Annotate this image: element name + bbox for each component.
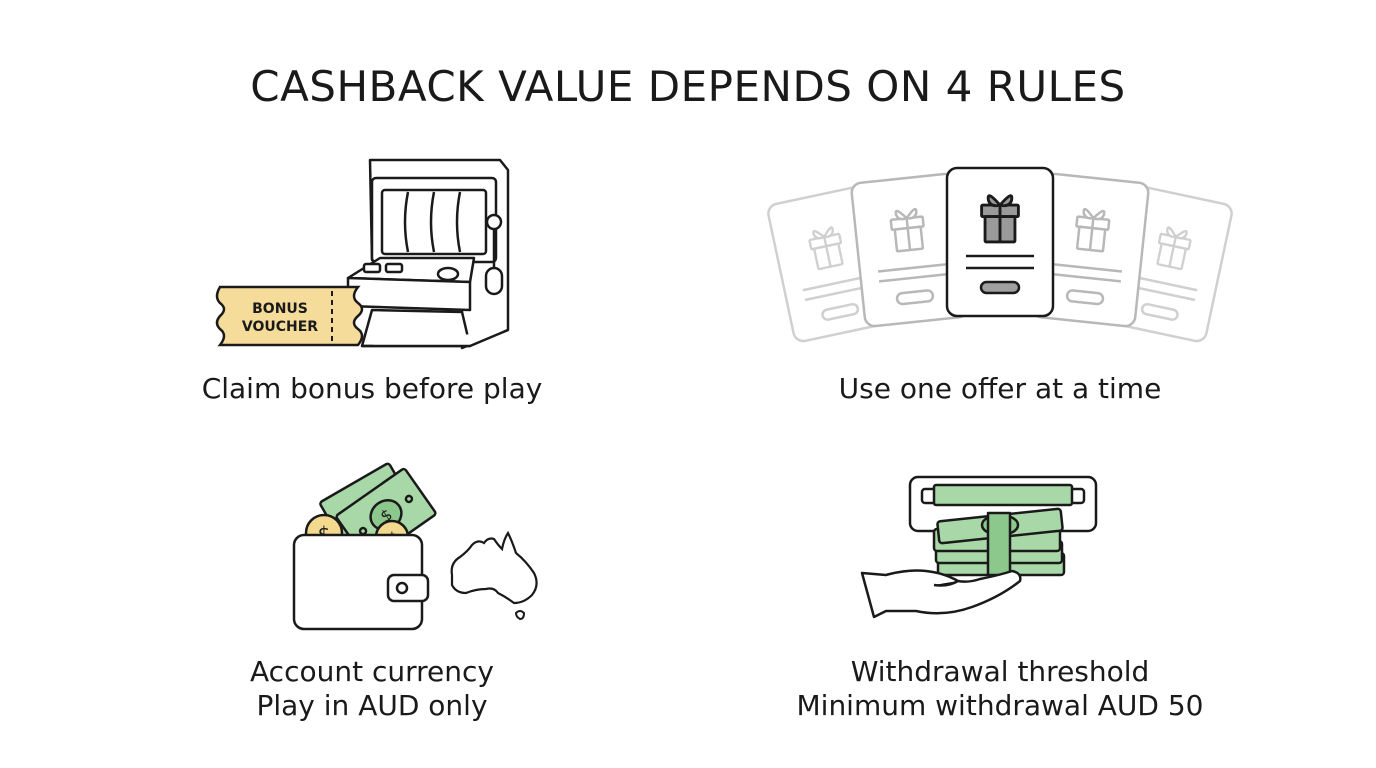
caption-line: Claim bonus before play (201, 372, 543, 405)
rule-account-currency: $ $ $ Account currency Play in AUD only (92, 455, 652, 730)
caption-line: Use one offer at a time (838, 372, 1162, 405)
wallet-money-icon: $ $ $ (292, 462, 437, 631)
caption-line: Minimum withdrawal AUD 50 (796, 689, 1204, 722)
voucher-line-2: VOUCHER (242, 319, 318, 335)
rule-claim-bonus: BONUS VOUCHER Claim bonus before play (92, 150, 652, 420)
rule-one-offer: Use one offer at a time (720, 150, 1280, 420)
rule-caption: Use one offer at a time (720, 372, 1280, 406)
rule-caption: Account currency Play in AUD only (92, 655, 652, 723)
caption-line: Play in AUD only (256, 689, 488, 722)
caption-line: Withdrawal threshold (850, 655, 1150, 688)
australia-map-icon (450, 530, 538, 621)
voucher-line-1: BONUS (252, 301, 308, 317)
hand-receiving-cash-icon (860, 475, 1098, 619)
slot-machine-icon (346, 158, 510, 350)
rule-caption: Claim bonus before play (92, 372, 652, 406)
page-title: CASHBACK VALUE DEPENDS ON 4 RULES (250, 62, 1126, 111)
rule-caption: Withdrawal threshold Minimum withdrawal … (720, 655, 1280, 723)
rule-withdrawal-threshold: Withdrawal threshold Minimum withdrawal … (720, 455, 1280, 730)
gift-offer-cards-icon (767, 166, 1233, 343)
bonus-voucher-icon: BONUS VOUCHER (215, 285, 364, 347)
caption-line: Account currency (250, 655, 494, 688)
